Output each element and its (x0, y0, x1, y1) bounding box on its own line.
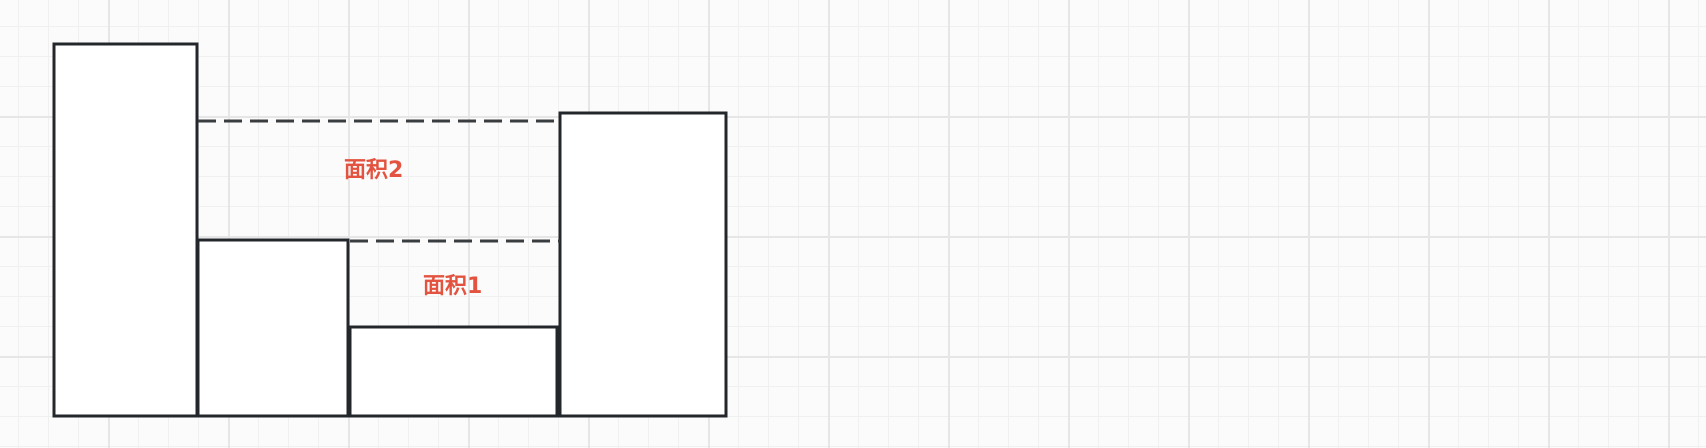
bar-3 (348, 325, 559, 418)
area-2-label: 面积2 (344, 158, 403, 183)
bar-1 (52, 42, 199, 418)
bar-4 (558, 111, 728, 418)
area-1-label: 面积1 (423, 274, 482, 299)
bar-2 (196, 238, 350, 418)
